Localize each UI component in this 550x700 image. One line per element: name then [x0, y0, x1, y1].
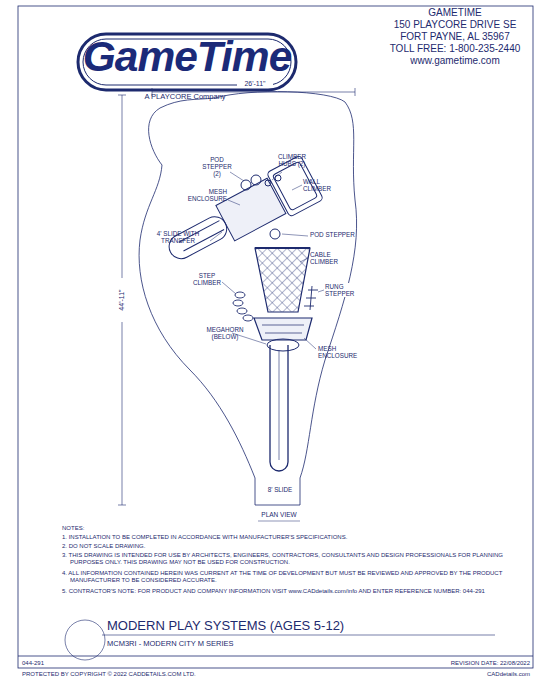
series-name: MCM3RI - MODERN CITY M SERIES — [107, 640, 407, 649]
source: CADdetails.com — [430, 671, 530, 678]
climber-hub — [275, 175, 281, 181]
slide-8ft — [270, 345, 288, 471]
dimension-tick — [118, 95, 126, 96]
phone: TOLL FREE: 1-800-235-2440 — [380, 43, 530, 55]
part-label: 4' SLIDE WITH TRANSFER — [146, 230, 210, 244]
sheet-border — [18, 6, 533, 668]
logo-wordmark: GameTime — [82, 36, 292, 79]
part-label: MESH ENCLOSURE — [318, 345, 362, 359]
dimension: 44'-11" — [118, 278, 126, 322]
part-label: CABLE CLIMBER — [310, 251, 350, 265]
part-label: CLIMBER HUBS (2) — [274, 153, 310, 167]
company-name: GAMETIME — [380, 7, 530, 19]
part-label: MESH ENCLOSURE — [183, 188, 227, 202]
step-climber — [233, 292, 253, 321]
logo-outline — [78, 34, 296, 90]
use-zone-outline — [139, 92, 357, 505]
notes-heading: NOTES: — [62, 525, 122, 532]
mesh-lines — [262, 325, 304, 333]
pod-stepper — [251, 175, 261, 185]
rung-stepper — [304, 286, 318, 310]
sheet-title: MODERN PLAY SYSTEMS (AGES 5-12) — [107, 619, 507, 634]
view-title: PLAN VIEW — [254, 511, 304, 518]
website: www.gametime.com — [380, 55, 530, 67]
cable-climber — [255, 248, 310, 312]
title-rule — [102, 635, 495, 636]
pod-stepper — [270, 229, 280, 239]
part-label: WALL CLIMBER — [303, 178, 343, 192]
address: FORT PAYNE, AL 35967 — [380, 31, 530, 43]
dimension-tick — [118, 505, 126, 506]
logo-tagline: A PLAYCORE Company — [110, 93, 260, 102]
note: 1. INSTALLATION TO BE COMPLETED IN ACCOR… — [62, 534, 512, 541]
megahorn — [267, 339, 299, 351]
note: 3. THIS DRAWING IS INTENDED FOR USE BY A… — [62, 552, 512, 566]
cable-climber-bar — [255, 247, 310, 249]
leader-lines — [210, 172, 324, 521]
part-label: RUNG STEPPER — [325, 283, 365, 297]
pod-stepper — [241, 180, 251, 190]
part-label: STEP CLIMBER — [190, 272, 224, 286]
revision-date: REVISION DATE: 22/08/2022 — [380, 660, 530, 667]
dimension: 26'-11" — [237, 80, 273, 88]
note: 4. ALL INFORMATION CONTAINED HEREIN WAS … — [62, 570, 512, 584]
copyright: PROTECTED BY COPYRIGHT © 2022 CADDETAILS… — [22, 671, 282, 678]
part-label: POD STEPPER (2) — [200, 156, 234, 178]
part-label: 8' SLIDE — [266, 486, 294, 493]
part-label: POD STEPPER — [310, 231, 360, 238]
title-bubble — [65, 620, 105, 660]
dimension-tick — [355, 88, 356, 96]
footer-rule — [18, 656, 533, 657]
climber-hub — [265, 180, 271, 186]
address: 150 PLAYCORE DRIVE SE — [380, 19, 530, 31]
note: 5. CONTRACTOR'S NOTE: FOR PRODUCT AND CO… — [62, 588, 512, 595]
note: 2. DO NOT SCALE DRAWING. — [62, 543, 512, 550]
mesh-enclosure-lower — [254, 318, 312, 340]
slide-centerline — [279, 350, 280, 460]
part-label: MEGAHORN (BELOW) — [205, 326, 245, 340]
reference-number: 044-291 — [22, 660, 82, 667]
